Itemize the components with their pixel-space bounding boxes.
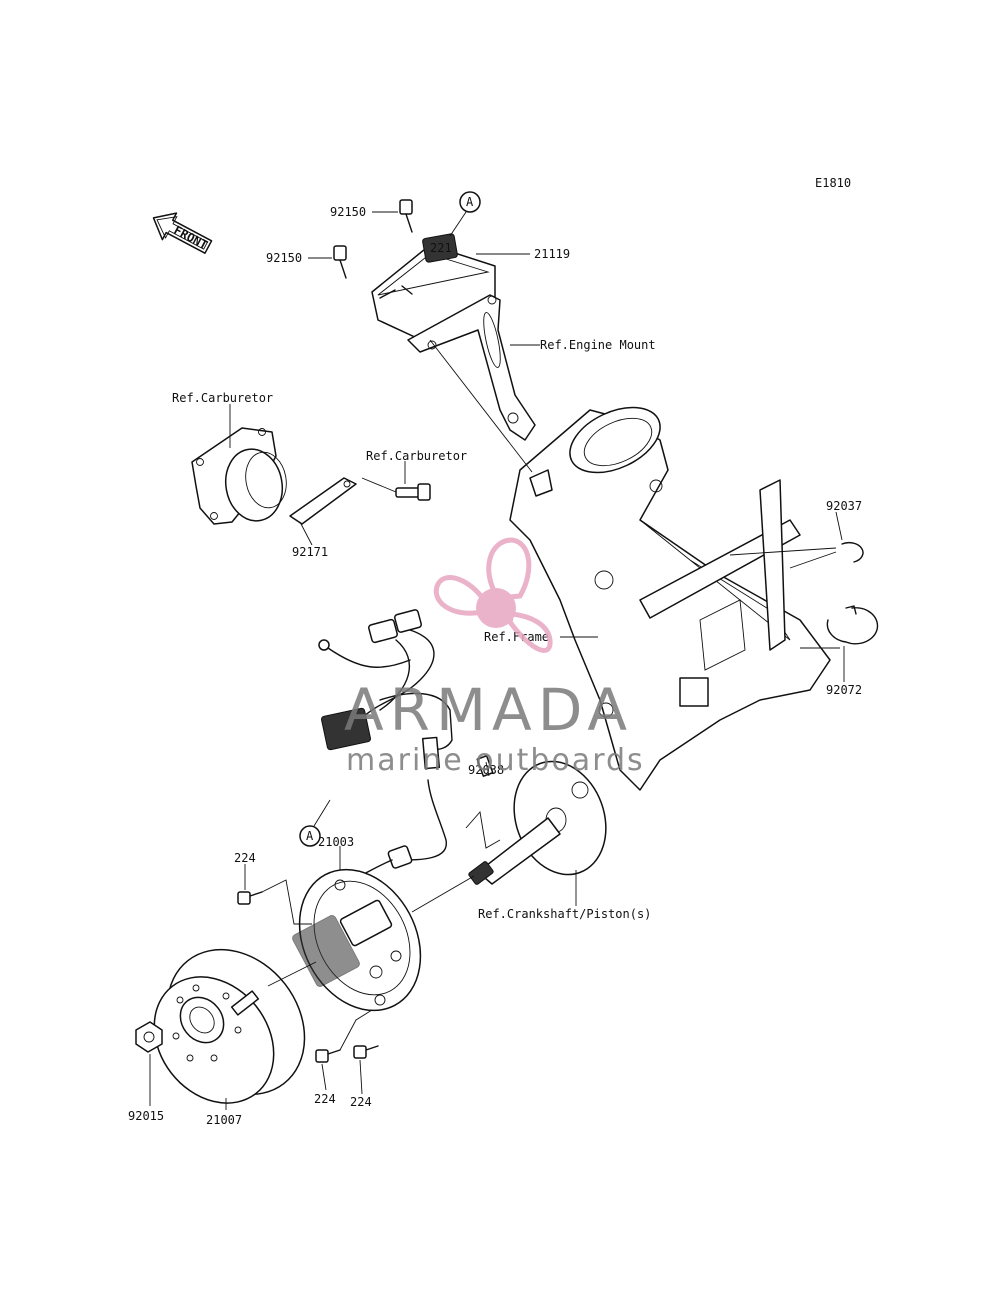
screw-224-bottom-right	[353, 1045, 379, 1059]
svg-text:A: A	[466, 195, 474, 209]
watermark-tagline: marine outboards	[346, 743, 645, 778]
carburetor-bolt	[395, 483, 431, 501]
clip-92171	[289, 477, 357, 525]
crankshaft	[468, 755, 607, 885]
svg-text:A: A	[306, 829, 314, 843]
svg-text:221: 221	[430, 241, 452, 255]
engine-mount-bracket	[407, 294, 536, 441]
callout-92171: 92171	[292, 545, 328, 559]
carburetor-flange	[191, 427, 287, 525]
bolt-92150-left	[333, 245, 347, 279]
propeller-logo-icon	[433, 537, 553, 653]
callout-ref-frame: Ref.Frame	[484, 630, 549, 644]
frame	[509, 406, 831, 791]
watermark: ARMADA marine outboards	[344, 537, 645, 778]
callout-21007: 21007	[206, 1113, 242, 1127]
callout-92150-top: 92150	[330, 205, 366, 219]
leader-lines	[149, 211, 845, 1110]
flywheel-21007	[153, 948, 306, 1104]
nut-92015	[135, 1021, 163, 1053]
callout-ref-engine-mount: Ref.Engine Mount	[540, 338, 656, 352]
callout-224-top: 224	[234, 851, 256, 865]
stator-21003	[292, 868, 422, 1012]
bolt-92150-top	[399, 199, 413, 233]
diagram-code: E1810	[815, 176, 851, 190]
clamp-92037	[841, 541, 864, 563]
callout-92038: 92038	[468, 763, 504, 777]
callout-21119: 21119	[534, 247, 570, 261]
callout-92037: 92037	[826, 499, 862, 513]
watermark-brand: ARMADA	[344, 676, 633, 744]
callout-92072: 92072	[826, 683, 862, 697]
screw-224-bottom-left	[315, 1049, 341, 1063]
callout-labels: 92150 92150 21119 Ref.Engine Mount Ref.C…	[128, 205, 862, 1127]
clamp-92072	[826, 605, 879, 645]
callout-224-bottom-left: 224	[314, 1092, 336, 1106]
front-label: FRONT	[171, 223, 209, 252]
callout-92015: 92015	[128, 1109, 164, 1123]
callout-92150-left: 92150	[266, 251, 302, 265]
connector-marker-top: A	[449, 191, 481, 237]
callout-ref-carburetor-1: Ref.Carburetor	[172, 391, 273, 405]
callout-ref-carburetor-2: Ref.Carburetor	[366, 449, 467, 463]
front-arrow-icon: FRONT	[152, 212, 213, 254]
callout-ref-crankshaft: Ref.Crankshaft/Piston(s)	[478, 907, 651, 921]
connector-marker-bottom: A	[299, 799, 331, 847]
wiring-harness	[318, 609, 453, 877]
callout-21003: 21003	[318, 835, 354, 849]
callout-224-bottom-right: 224	[350, 1095, 372, 1109]
screw-224-top	[237, 891, 263, 905]
